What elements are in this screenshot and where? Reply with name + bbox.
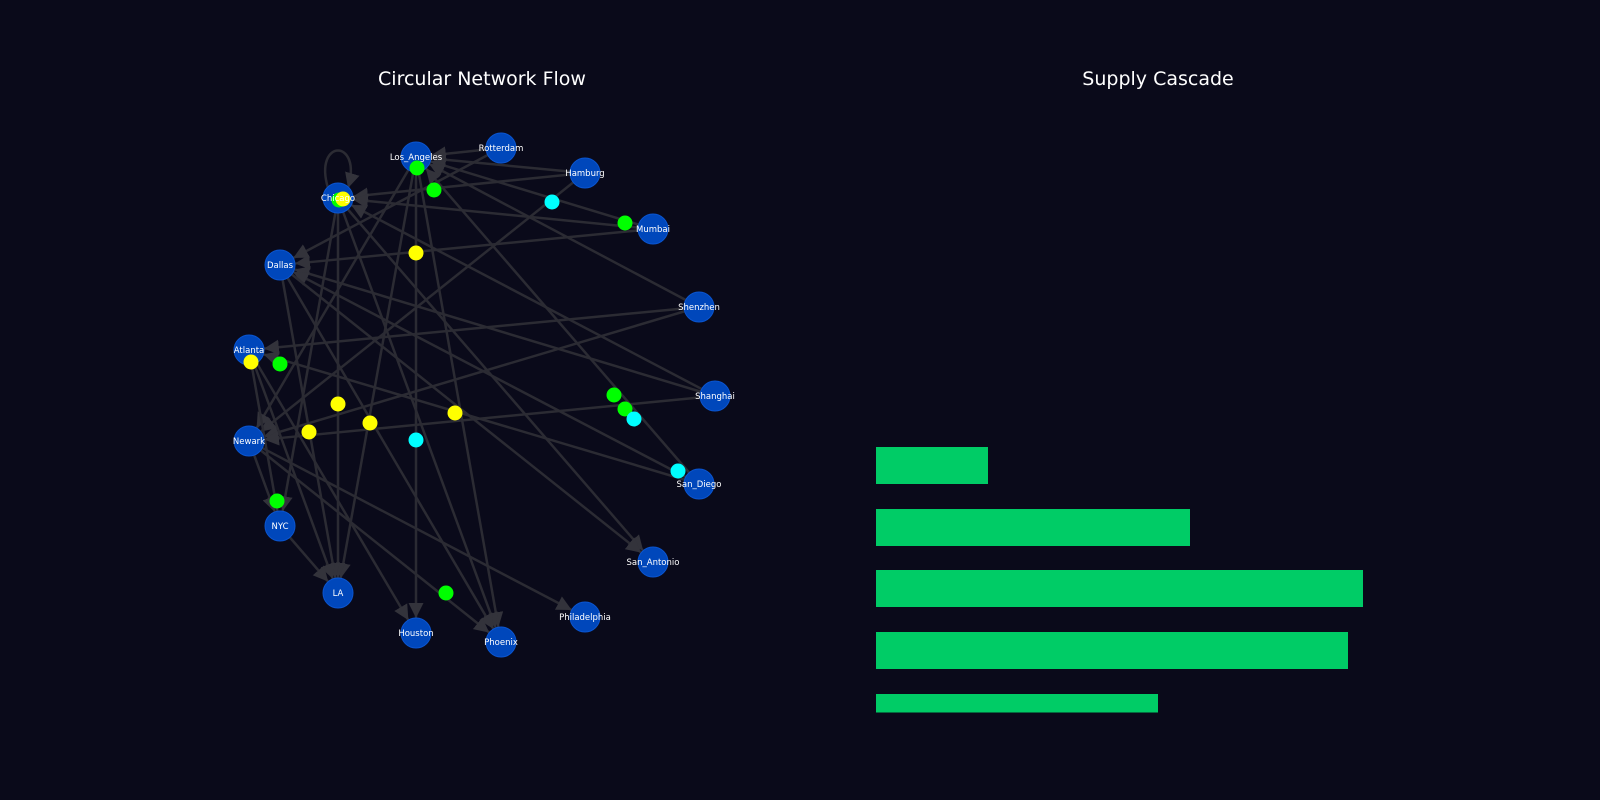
edge	[335, 156, 418, 579]
node-hamburg[interactable]	[569, 157, 601, 189]
node-label: Dallas	[267, 261, 294, 271]
flow-particle	[626, 411, 642, 427]
flow-particle	[335, 191, 351, 207]
flow-particle	[544, 194, 560, 210]
node-label: Atlanta	[234, 346, 265, 356]
node-label: Philadelphia	[559, 613, 611, 623]
node-label: Los_Angeles	[390, 153, 443, 163]
node-layer	[233, 132, 731, 658]
node-label: Phoenix	[484, 638, 518, 648]
cascade-bar	[876, 509, 1190, 546]
node-label: Rotterdam	[479, 144, 524, 154]
edge	[428, 162, 700, 309]
label-layer: Los_Angeles RotterdamHamburgMumbaiShenzhe…	[233, 144, 735, 648]
cascade-bar	[876, 447, 988, 484]
network-title: Circular Network Flow	[378, 68, 586, 90]
flow-particle	[438, 585, 454, 601]
edge	[429, 158, 654, 231]
edge	[350, 203, 716, 398]
edge	[414, 156, 504, 628]
flow-particle	[408, 432, 424, 448]
edge	[247, 349, 335, 580]
edge	[292, 270, 700, 486]
edge	[278, 264, 341, 579]
cascade-bar	[876, 694, 1158, 713]
node-san_diego[interactable]	[683, 468, 715, 500]
node-label: Houston	[398, 629, 433, 639]
flow-particle	[301, 424, 317, 440]
edge	[263, 351, 700, 486]
node-nyc[interactable]	[264, 510, 296, 542]
flow-particle	[362, 415, 378, 431]
node-phoenix[interactable]	[485, 626, 517, 658]
edge	[424, 167, 700, 485]
node-newark[interactable]	[233, 425, 265, 457]
flow-particle	[617, 215, 633, 231]
edge	[263, 305, 700, 440]
edge	[248, 439, 573, 612]
cascade-bar	[876, 632, 1348, 669]
edge	[294, 266, 716, 398]
flow-particle	[426, 182, 442, 198]
edge	[255, 156, 418, 429]
flow-particle	[447, 405, 463, 421]
node-label: Newark	[233, 437, 265, 447]
flow-particle	[269, 493, 285, 509]
node-label: Hamburg	[565, 169, 604, 179]
edge	[292, 146, 502, 260]
edge	[430, 152, 586, 175]
cascade-title: Supply Cascade	[1082, 68, 1234, 90]
edge	[278, 264, 495, 630]
node-label: LA	[333, 589, 344, 599]
node-rotterdam[interactable]	[485, 132, 517, 164]
edge	[294, 227, 654, 270]
node-label: Mumbai	[636, 225, 670, 235]
edge	[277, 197, 340, 512]
edge	[337, 197, 645, 552]
flow-particle	[606, 387, 622, 403]
node-san_antonio[interactable]	[637, 546, 669, 578]
node-label: Shenzhen	[678, 303, 720, 313]
node-shanghai[interactable]	[699, 380, 731, 412]
node-houston[interactable]	[400, 617, 432, 649]
flow-particle	[409, 160, 425, 176]
edge	[248, 440, 491, 634]
node-label: Chicago	[321, 194, 355, 204]
node-la[interactable]	[322, 577, 354, 609]
flow-particle	[272, 356, 288, 372]
node-shenzhen[interactable]	[683, 291, 715, 323]
network-graph: Los_Angeles RotterdamHamburgMumbaiShenzhe…	[233, 132, 735, 658]
node-philadelphia[interactable]	[569, 601, 601, 633]
cascade-bar	[876, 570, 1363, 607]
edge-self-loop	[323, 149, 360, 189]
flow-particle	[408, 245, 424, 261]
node-label: San_Antonio	[627, 558, 680, 568]
flow-particle	[243, 354, 259, 370]
edge-layer	[247, 146, 716, 634]
flow-particle	[330, 396, 346, 412]
node-mumbai[interactable]	[637, 213, 669, 245]
node-label: San_Diego	[677, 480, 722, 490]
node-dallas[interactable]	[264, 249, 296, 281]
edge	[247, 349, 410, 621]
edge	[247, 349, 283, 512]
edge	[259, 172, 586, 433]
node-label: NYC	[271, 522, 288, 532]
edge	[352, 193, 654, 231]
node-label: Shanghai	[695, 392, 735, 402]
flow-particle	[617, 401, 633, 417]
edge	[263, 305, 700, 355]
particle-layer	[243, 160, 686, 601]
flow-particle	[670, 463, 686, 479]
